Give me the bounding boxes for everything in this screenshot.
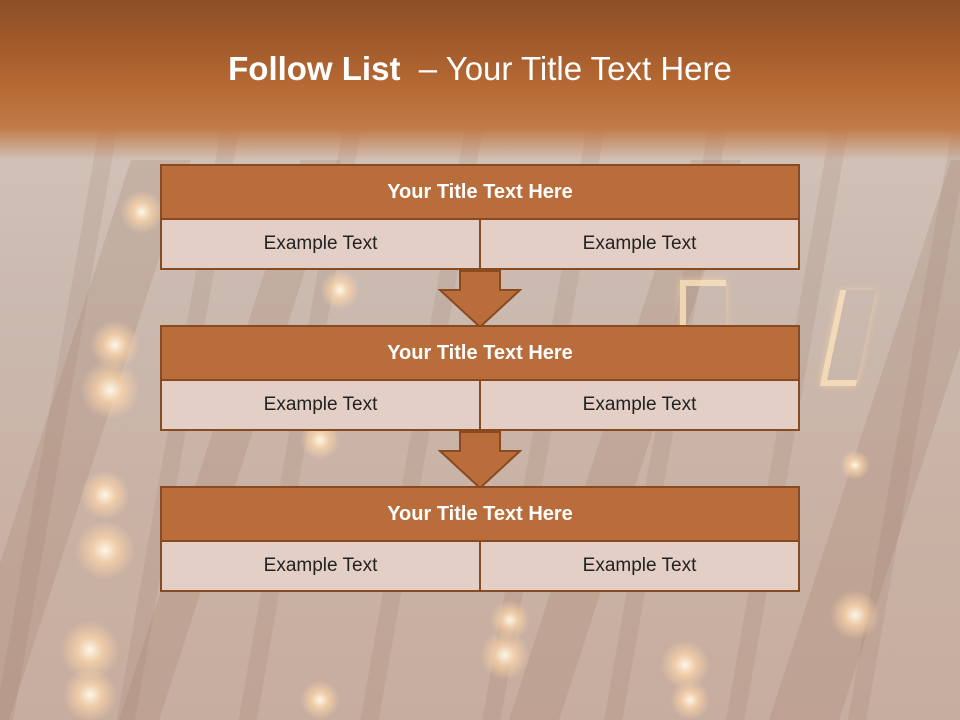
down-arrow-icon: [438, 270, 522, 328]
title-banner: [0, 0, 960, 160]
step-box-2: Your Title Text Here Example Text Exampl…: [160, 325, 800, 431]
step-cell-right: Example Text: [481, 381, 800, 431]
title-bold: Follow List: [228, 50, 401, 87]
step-cell-left: Example Text: [160, 381, 481, 431]
step-box-1: Your Title Text Here Example Text Exampl…: [160, 164, 800, 270]
step-cell-left: Example Text: [160, 220, 481, 270]
down-arrow-icon: [438, 431, 522, 489]
step-title: Your Title Text Here: [160, 325, 800, 381]
slide-title: Follow List – Your Title Text Here: [0, 50, 960, 88]
title-rest: – Your Title Text Here: [400, 50, 732, 87]
step-cell-right: Example Text: [481, 220, 800, 270]
step-title: Your Title Text Here: [160, 164, 800, 220]
step-cell-right: Example Text: [481, 542, 800, 592]
step-cell-left: Example Text: [160, 542, 481, 592]
step-box-3: Your Title Text Here Example Text Exampl…: [160, 486, 800, 592]
step-title: Your Title Text Here: [160, 486, 800, 542]
